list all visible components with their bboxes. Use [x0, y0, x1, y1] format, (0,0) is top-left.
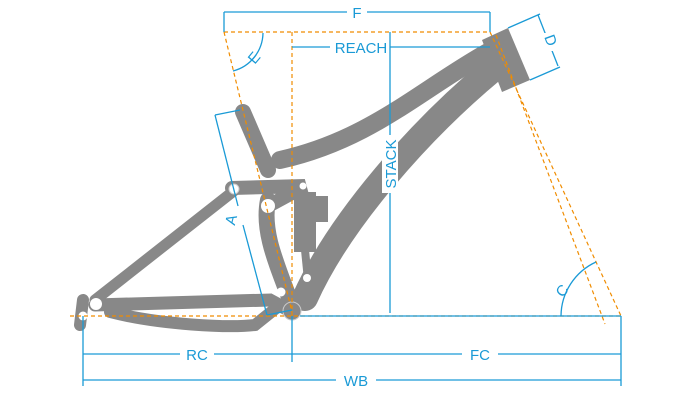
dimension-label-fc: FC	[470, 347, 490, 364]
head-tube	[482, 28, 530, 92]
dimension-label-reach: REACH	[335, 40, 388, 57]
dimensions: F REACH STACK D E A C RC FC WB	[82, 4, 622, 390]
chain-stay-lower	[104, 299, 286, 333]
dimension-label-stack: STACK	[383, 140, 400, 189]
shock-reservoir	[314, 196, 328, 222]
dimension-label-f: F	[352, 5, 361, 22]
dimension-label-a: A	[222, 213, 241, 227]
dimension-label-rc: RC	[186, 347, 208, 364]
pivot	[261, 199, 275, 213]
bike-frame	[74, 28, 530, 333]
dimension-label-wb: WB	[344, 373, 368, 390]
dimension-label-c: C	[553, 281, 573, 300]
shock	[294, 192, 316, 252]
pivot	[299, 182, 307, 190]
top-tube	[271, 43, 497, 169]
pivot	[303, 274, 311, 282]
pivot	[90, 298, 102, 310]
seat-stay	[89, 184, 241, 306]
dimension-label-e: E	[245, 49, 264, 68]
pivot	[276, 287, 286, 297]
